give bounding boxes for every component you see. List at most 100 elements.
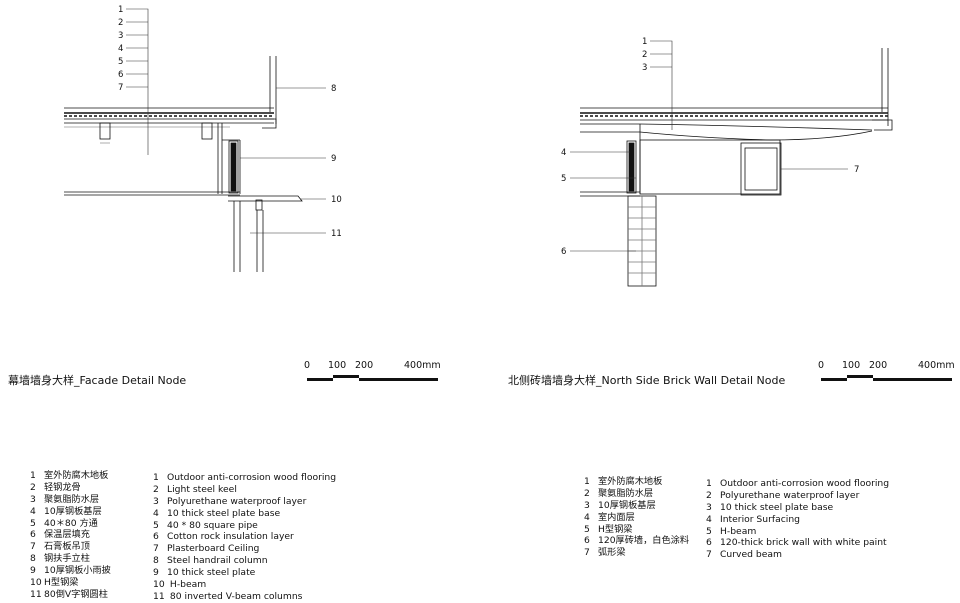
- legend-number: 1: [153, 472, 159, 483]
- legend-text: Outdoor anti-corrosion wood flooring: [167, 472, 337, 483]
- callout-7: 7: [118, 83, 123, 93]
- scale-label-0: 0: [818, 360, 825, 371]
- legend-text: 120厚砖墙，白色涂料: [598, 535, 690, 547]
- legend-text: 弧形梁: [598, 547, 626, 559]
- legend-text: H-beam: [720, 525, 757, 537]
- legend-number: 3: [706, 501, 712, 513]
- legend-number: 9: [30, 565, 36, 577]
- legend-text: 10厚钢板基层: [598, 499, 656, 511]
- scale-label-400mm: 400mm: [404, 360, 441, 371]
- callout-8: 8: [331, 84, 336, 94]
- legend-text: Plasterboard Ceiling: [167, 543, 260, 555]
- legend-text: 石膏板吊顶: [44, 541, 90, 553]
- brick-wall-callout-numbers: 1 2 3 4 5 6 7: [561, 37, 859, 257]
- scale-label-100: 100: [842, 360, 861, 371]
- legend-number: 6: [30, 529, 36, 541]
- legend-number: 8: [30, 553, 36, 565]
- legend-text: 80 inverted V-beam columns: [167, 590, 303, 602]
- legend-text: Light steel keel: [167, 483, 237, 495]
- legend-row: 7 Plasterboard Ceiling: [153, 543, 336, 555]
- legend-number: 2: [706, 489, 712, 501]
- legend-number: 4: [584, 511, 590, 523]
- legend-number: 11: [153, 590, 165, 602]
- legend-number: 2: [584, 487, 590, 499]
- legend-number: 1: [584, 476, 590, 487]
- callout-1: 1: [642, 37, 647, 47]
- legend-number: 6: [153, 531, 159, 543]
- brick-wall-detail-title: 北侧砖墙墙身大样_North Side Brick Wall Detail No…: [508, 374, 786, 387]
- legend-row: 5 H-beam: [706, 526, 889, 538]
- legend-number: 5: [584, 523, 590, 535]
- callout-6: 6: [561, 247, 566, 257]
- legend-text: H型钢梁: [598, 523, 633, 535]
- callout-3: 3: [118, 31, 123, 41]
- callout-2: 2: [642, 50, 647, 60]
- callout-6: 6: [118, 70, 123, 80]
- legend-text: 轻钢龙骨: [44, 481, 81, 493]
- scale-label-100: 100: [328, 360, 347, 371]
- legend-text: Interior Surfacing: [720, 513, 800, 525]
- legend-number: 8: [153, 555, 159, 567]
- legend-row: 9 10厚钢板小雨披: [30, 565, 111, 577]
- legend-text: 室内面层: [598, 511, 635, 523]
- callout-7: 7: [854, 165, 859, 175]
- legend-number: 3: [153, 495, 159, 507]
- brick-wall-section-drawing: [580, 48, 893, 287]
- legend-text: 钢扶手立柱: [44, 553, 90, 565]
- legend-row: 8 钢扶手立柱: [30, 553, 111, 565]
- legend-number: 7: [30, 541, 36, 553]
- legend-text: 120-thick brick wall with white paint: [720, 537, 887, 549]
- legend-text: Curved beam: [720, 549, 782, 561]
- legend-number: 5: [153, 519, 159, 531]
- legend-text: 40＊80 方通: [44, 517, 98, 529]
- facade-callout-leaders: [126, 8, 326, 234]
- facade-section-drawing: [64, 56, 303, 272]
- legend-number: 2: [30, 481, 36, 493]
- callout-1: 1: [118, 5, 123, 15]
- legend-number: 7: [584, 547, 590, 559]
- legend-text: Polyurethane waterproof layer: [720, 489, 860, 501]
- callout-10: 10: [331, 195, 342, 205]
- scale-label-200: 200: [355, 360, 374, 371]
- legend-number: 7: [153, 543, 159, 555]
- legend-text: 10厚钢板小雨披: [44, 565, 111, 577]
- legend-text: Polyurethane waterproof layer: [167, 495, 307, 507]
- legend-number: 4: [30, 505, 36, 517]
- legend-number: 4: [153, 507, 159, 519]
- legend-text: 10 thick steel plate base: [167, 507, 281, 519]
- legend-row: 6 Cotton rock insulation layer: [153, 531, 336, 543]
- legend-number: 5: [706, 525, 712, 537]
- legend-text: Outdoor anti-corrosion wood flooring: [720, 478, 890, 489]
- legend-row: 4 室内面层: [584, 512, 689, 524]
- callout-2: 2: [118, 18, 123, 28]
- legend-number: 3: [30, 493, 36, 505]
- legend-row: 5 H型钢梁: [584, 524, 689, 536]
- legend-number: 2: [153, 483, 159, 495]
- scale-label-200: 200: [869, 360, 888, 371]
- facade-detail-title: 幕墙墙身大样_Facade Detail Node: [8, 374, 187, 387]
- facade-callout-numbers: 1 2 3 4 5 6 7 8 9 10 11: [118, 5, 342, 239]
- legend-number: 1: [30, 470, 36, 481]
- legend-number: 10: [153, 579, 165, 591]
- legend-text: 80倒V字钢圆柱: [44, 588, 108, 600]
- legend-text: Cotton rock insulation layer: [167, 531, 294, 543]
- scale-label-400mm: 400mm: [918, 360, 955, 371]
- legend-number: 11: [30, 588, 42, 600]
- brick-wall-callout-leaders: [570, 40, 848, 252]
- legend-text: H型钢梁: [44, 577, 79, 589]
- callout-4: 4: [118, 44, 123, 54]
- legend-text: 10 thick steel plate: [167, 567, 256, 579]
